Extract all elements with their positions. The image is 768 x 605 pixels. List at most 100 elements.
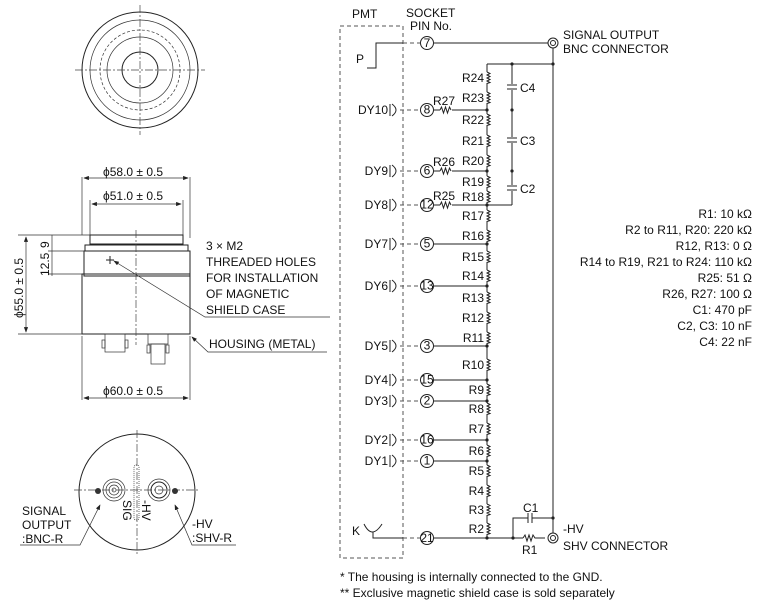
- capacitor-label: C3: [520, 134, 536, 148]
- socket-pin-number: 8: [424, 103, 431, 117]
- voltage-divider-circuit: PMT SOCKET PIN No. P 7 SIGNAL OUTPUT BNC…: [339, 6, 669, 559]
- resistor-symbol: [485, 229, 492, 242]
- socket-pin-number: 15: [420, 373, 434, 387]
- hv-label-1: :SHV-R: [192, 531, 232, 545]
- dim-body: ϕ60.0 ± 0.5: [103, 384, 163, 398]
- socket-pin-number: 3: [424, 339, 431, 353]
- socket-pin-number: 13: [420, 279, 434, 293]
- signal-output-label-0: SIGNAL: [22, 504, 66, 518]
- dynode-symbol: [389, 433, 397, 447]
- dynode-label: DY1: [365, 454, 389, 468]
- resistor-symbol: [485, 209, 492, 222]
- resistor-symbol: [485, 291, 492, 304]
- resistor-symbol: [485, 402, 492, 415]
- resistor-label: R8: [469, 402, 485, 416]
- dynode-label: DY7: [365, 237, 389, 251]
- dynode-symbol: [389, 198, 397, 212]
- dynode-label: DY10: [358, 103, 388, 117]
- capacitor-symbol: [507, 137, 517, 143]
- cathode-label: K: [352, 524, 360, 538]
- resistor-symbol: [485, 175, 492, 188]
- dynode-label: DY6: [365, 279, 389, 293]
- capacitor-label: C2: [520, 182, 536, 196]
- dynode-symbol: [389, 103, 397, 117]
- resistor-label: R2: [469, 522, 485, 536]
- dynode-symbol: [389, 373, 397, 387]
- anode-pin: 7: [424, 36, 431, 50]
- resistor-label: R22: [462, 113, 484, 127]
- resistor-label: R19: [462, 175, 484, 189]
- resistor-label: R6: [469, 444, 485, 458]
- cathode-pin: 21: [420, 531, 434, 545]
- resistor-label: R23: [462, 91, 484, 105]
- holes-note-3: OF MAGNETIC: [206, 287, 290, 301]
- dynode-symbol: [389, 394, 397, 408]
- resistor-symbol: [485, 71, 492, 84]
- dim-9: 9: [38, 241, 52, 248]
- damping-resistor-label: R27: [433, 94, 455, 108]
- dim-flange: ϕ58.0 ± 0.5: [103, 165, 163, 179]
- socket-pin-number: 5: [424, 237, 431, 251]
- note-shield-case: ** Exclusive magnetic shield case is sol…: [340, 586, 615, 600]
- holes-note-2: FOR INSTALLATION: [206, 271, 318, 285]
- dynode-label: DY2: [365, 433, 389, 447]
- holes-note-1: THREADED HOLES: [206, 255, 316, 269]
- socket-pin-number: 2: [424, 394, 431, 408]
- resistor-symbol: [485, 331, 492, 344]
- resistor-label: R15: [462, 250, 484, 264]
- socket-pin: [420, 433, 434, 447]
- socket-pin: [420, 454, 434, 468]
- resistor-label: R10: [462, 358, 484, 372]
- socket-pin-number: 6: [424, 164, 431, 178]
- dim-window: ϕ51.0 ± 0.5: [103, 189, 163, 203]
- component-value: R1: 10 kΩ: [698, 207, 752, 221]
- dynode-symbol: [389, 237, 397, 251]
- resistor-symbol: [485, 444, 492, 457]
- dynode-label: DY3: [365, 394, 389, 408]
- resistor-label: R4: [469, 484, 485, 498]
- holes-note-4: SHIELD CASE: [206, 303, 285, 317]
- resistor-symbol: [485, 464, 492, 477]
- signal-output-label-2: :BNC-R: [22, 532, 64, 546]
- signal-output-label-1: OUTPUT: [22, 518, 72, 532]
- side-view: ϕ58.0 ± 0.5 ϕ51.0 ± 0.5 ϕ55.0 ± 0.5 9 12…: [12, 165, 330, 401]
- dynode-label: DY4: [365, 373, 389, 387]
- capacitor-label: C4: [520, 81, 536, 95]
- resistor-symbol: [485, 134, 492, 147]
- component-value: R12, R13: 0 Ω: [676, 239, 752, 253]
- resistor-symbol: [485, 269, 492, 282]
- resistor-label: R20: [462, 154, 484, 168]
- damping-resistor-label: R26: [433, 155, 455, 169]
- socket-pin: [420, 373, 434, 387]
- resistor-label: R13: [462, 291, 484, 305]
- resistor-label: R14: [462, 269, 484, 283]
- dynode-symbol: [389, 279, 397, 293]
- capacitor-symbol: [507, 185, 517, 191]
- dynode-label: DY5: [365, 339, 389, 353]
- resistor-label: R21: [462, 134, 484, 148]
- resistor-symbol: [485, 358, 492, 371]
- socket-pin-number: 1: [424, 454, 431, 468]
- dynode-symbol: [389, 454, 397, 468]
- socket-pin: [420, 237, 434, 251]
- hv-connector-1: SHV CONNECTOR: [563, 539, 668, 553]
- pmt-label: PMT: [352, 7, 378, 21]
- housing-label: HOUSING (METAL): [209, 337, 315, 351]
- dynode-symbol: [389, 164, 397, 178]
- holes-note-0: 3 × M2: [206, 239, 243, 253]
- component-value: R25: 51 Ω: [698, 271, 752, 285]
- resistor-symbol: [485, 383, 492, 396]
- dynode-symbol: [389, 339, 397, 353]
- resistor-label: R17: [462, 209, 484, 223]
- bottom-view: SIG -HV SIGNAL OUTPUT :BNC-R -HV :SHV-R: [20, 430, 236, 555]
- resistor-symbol: [485, 503, 492, 516]
- pmt-boundary: [339, 25, 404, 559]
- resistor-label: R7: [469, 422, 485, 436]
- socket-label-0: SOCKET: [406, 6, 456, 20]
- socket-pin: [420, 198, 434, 212]
- resistor-label: R18: [462, 190, 484, 204]
- socket-pin: [420, 394, 434, 408]
- socket-pin-number: 16: [420, 433, 434, 447]
- resistor-symbol: [485, 311, 492, 324]
